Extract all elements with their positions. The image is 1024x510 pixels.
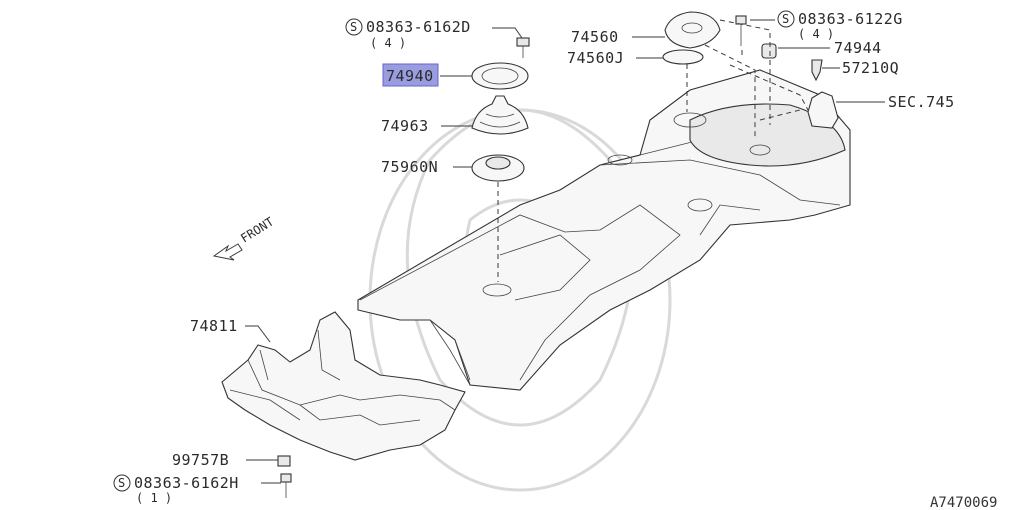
qty-label-08363-6162D: ( 4 ) xyxy=(370,36,406,50)
part-label-99757B: 99757B xyxy=(172,451,229,469)
assembly-lines xyxy=(497,19,809,282)
qty-label-08363-6122G: ( 4 ) xyxy=(798,27,834,41)
part-label-74963: 74963 xyxy=(381,117,429,135)
part-label-74944: 74944 xyxy=(834,39,882,57)
bolt-callout-bottom: S 08363-6162H ( 1 ) xyxy=(113,474,239,505)
part-label-74560J: 74560J xyxy=(567,49,624,67)
part-label-08363-6162H: 08363-6162H xyxy=(134,474,239,492)
qty-label-08363-6162H: ( 1 ) xyxy=(136,491,172,505)
part-label-08363-6122G: 08363-6122G xyxy=(798,10,903,28)
bolt-callout-top-left: S 08363-6162D ( 4 ) xyxy=(345,18,471,50)
part-label-74811: 74811 xyxy=(190,317,238,335)
grommet-74944 xyxy=(761,43,777,59)
s-symbol-icon xyxy=(345,18,363,36)
nut-99757B xyxy=(277,455,291,467)
bolt-callout-top-right: S 08363-6122G ( 4 ) xyxy=(777,10,903,41)
part-label-74940: 74940 xyxy=(386,67,434,85)
bracket-sec745 xyxy=(807,91,839,129)
boot-75960N xyxy=(471,154,525,182)
part-label-75960N: 75960N xyxy=(381,158,438,176)
front-label: FRONT xyxy=(238,215,276,246)
boot-retainer-74940 xyxy=(471,62,529,90)
part-label-08363-6162D: 08363-6162D xyxy=(366,18,471,36)
under-cover-74811 xyxy=(221,311,466,461)
s-symbol-text: S xyxy=(782,12,789,26)
front-arrow-icon xyxy=(212,243,243,261)
bolt-08363-6122G xyxy=(735,15,747,46)
part-label-sec745: SEC.745 xyxy=(888,93,955,111)
floor-panel xyxy=(357,69,851,391)
s-symbol-icon xyxy=(777,10,795,28)
s-symbol-text: S xyxy=(118,476,125,490)
bolt-08363-6162D xyxy=(516,37,530,58)
part-label-74560: 74560 xyxy=(571,28,619,46)
seal-74560J xyxy=(662,49,704,65)
s-symbol-icon xyxy=(113,474,131,492)
cover-74560 xyxy=(664,11,721,49)
part-label-57210Q: 57210Q xyxy=(842,59,899,77)
s-symbol-text: S xyxy=(350,20,357,34)
bolt-08363-6162H xyxy=(280,473,292,498)
boot-74963 xyxy=(471,95,529,135)
clip-57210Q xyxy=(811,59,823,82)
diagram-id: A7470069 xyxy=(930,495,997,510)
leader-lines xyxy=(245,19,885,484)
highlight-74940 xyxy=(382,63,439,87)
